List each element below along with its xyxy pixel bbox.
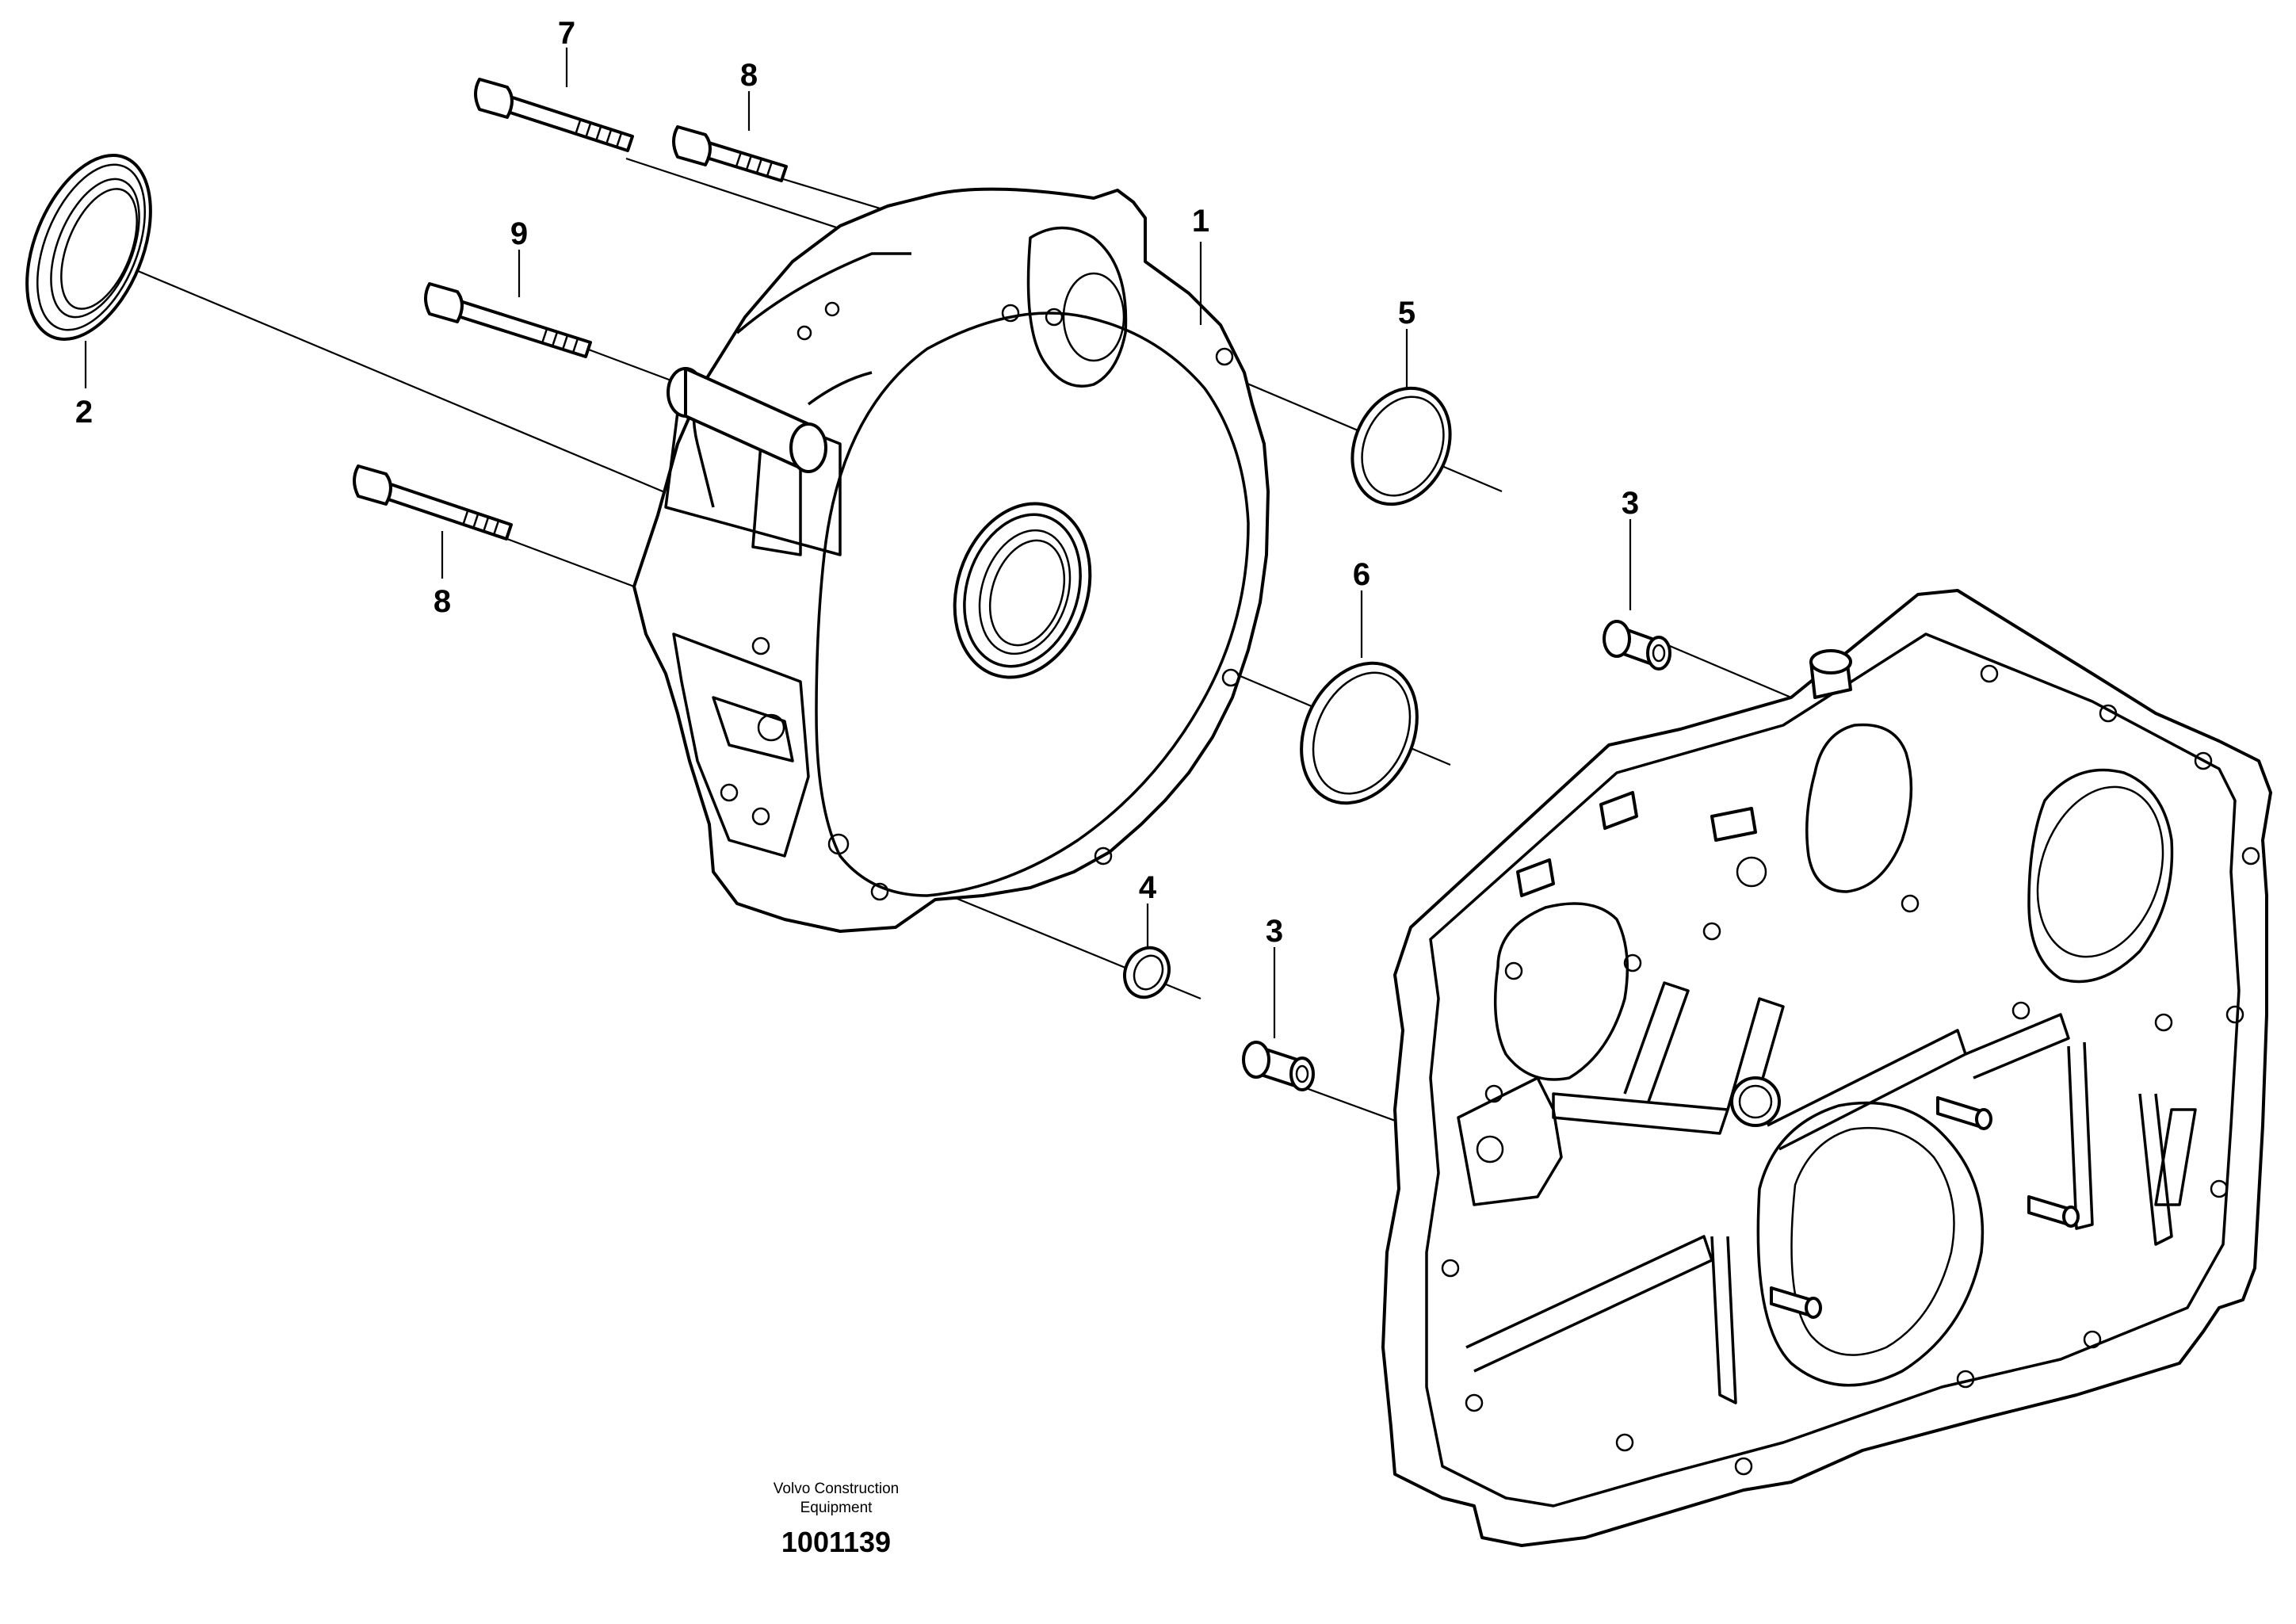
- bolt-part-8-lower: [353, 464, 513, 541]
- callout-6: 6: [1353, 557, 1370, 592]
- callout-4: 4: [1139, 870, 1157, 905]
- o-ring-part-6: [1300, 661, 1419, 805]
- gear-case-housing: [1381, 589, 2272, 1547]
- bolt-part-7: [474, 78, 634, 152]
- dowel-sleeve-part-3-upper: [1603, 620, 1671, 671]
- callout-7: 7: [558, 16, 575, 51]
- callout-3-upper: 3: [1622, 486, 1639, 521]
- callout-8-upper: 8: [740, 58, 758, 93]
- bolt-part-9: [424, 282, 592, 358]
- callout-8-lower: 8: [434, 584, 451, 619]
- callout-5: 5: [1398, 296, 1415, 331]
- callout-9: 9: [510, 216, 528, 251]
- bolt-part-8-upper: [672, 125, 788, 182]
- callout-1: 1: [1192, 204, 1209, 239]
- callout-3-lower: 3: [1266, 914, 1283, 949]
- footer-credit: Volvo Construction Equipment 1001139: [774, 1481, 899, 1558]
- seal-ring-part-2: [25, 154, 152, 341]
- callout-labels: 1 2 3 3 4 5 6 7 8 8 9: [75, 16, 1639, 949]
- small-ring-part-4: [1123, 946, 1171, 999]
- callout-ticks: [84, 48, 1632, 1038]
- document-number: 1001139: [781, 1526, 891, 1558]
- o-ring-part-5: [1350, 386, 1452, 506]
- company-name-line-1: Volvo Construction: [774, 1481, 899, 1497]
- callout-2: 2: [75, 395, 93, 430]
- dowel-sleeve-part-3-lower: [1242, 1041, 1315, 1091]
- flywheel-housing-part-1: [632, 187, 1270, 933]
- company-name-line-2: Equipment: [800, 1500, 873, 1516]
